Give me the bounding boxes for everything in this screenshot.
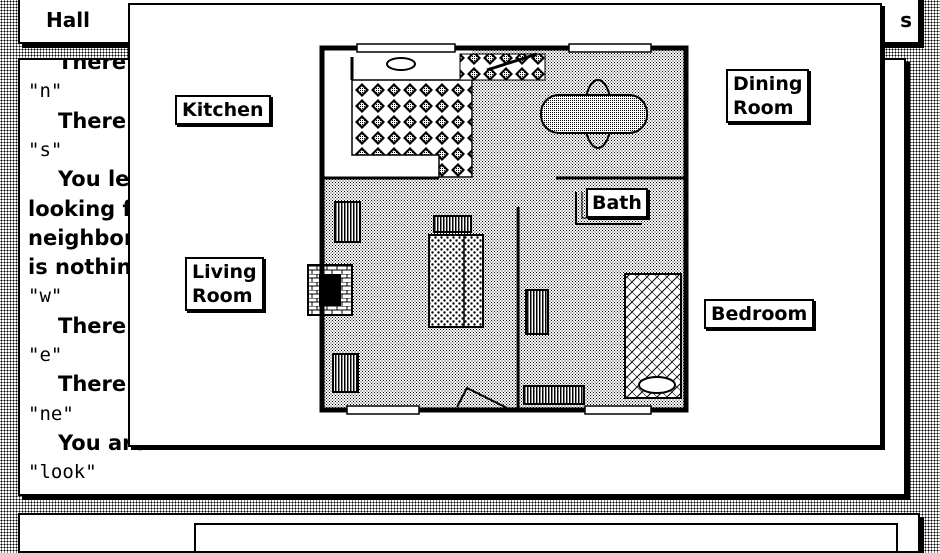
- transcript-command: "look": [28, 461, 97, 484]
- transcript-response: neighbor: [28, 225, 135, 250]
- room-label-dining-room[interactable]: Dining Room: [726, 69, 810, 123]
- transcript-response: There: [58, 58, 127, 74]
- transcript-response: There: [58, 313, 127, 338]
- command-input-field[interactable]: [194, 523, 898, 551]
- transcript-response: is nothin: [28, 255, 132, 280]
- floor-plan: [307, 43, 689, 415]
- command-window[interactable]: [18, 513, 920, 553]
- room-label-living-room[interactable]: Living Room: [185, 257, 264, 311]
- transcript-response: You le: [58, 167, 130, 192]
- room-label-kitchen[interactable]: Kitchen: [175, 95, 271, 125]
- transcript-response: There: [58, 372, 127, 397]
- title-right-fragment: s: [900, 8, 912, 32]
- room-label-bedroom[interactable]: Bedroom: [704, 299, 815, 329]
- transcript-command: "w": [28, 285, 63, 308]
- transcript-response: looking f: [28, 196, 132, 221]
- transcript-command: "s": [28, 138, 63, 161]
- transcript-command: "e": [28, 344, 63, 366]
- apartment-map-window[interactable]: Kitchen Dining Room Bath Living Room Bed…: [128, 3, 882, 447]
- transcript-command: "n": [28, 80, 63, 103]
- location-title: Hall: [46, 8, 90, 32]
- transcript-command: "ne": [28, 402, 74, 425]
- transcript-response: There: [58, 108, 127, 133]
- room-label-bath[interactable]: Bath: [586, 188, 648, 218]
